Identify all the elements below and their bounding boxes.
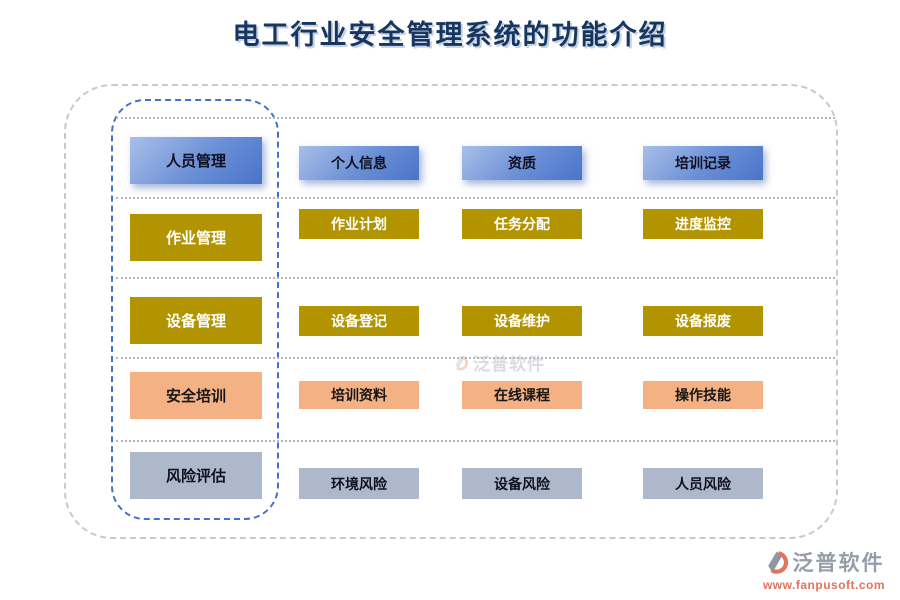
outer-dashed-frame (64, 84, 838, 539)
brand-url: www.fanpusoft.com (762, 578, 886, 592)
node-online-courses: 在线课程 (462, 381, 582, 409)
brand-footer: 泛普软件 www.fanpusoft.com (750, 549, 898, 591)
parent-column-dashed-frame (111, 99, 279, 520)
node-environment-risk: 环境风险 (299, 468, 419, 499)
node-operation-skills: 操作技能 (643, 381, 763, 409)
row-separator (116, 357, 835, 359)
brand-name: 泛普软件 (792, 550, 885, 575)
row-separator (116, 277, 835, 279)
watermark-text: 泛普软件 (473, 355, 545, 374)
row-separator (116, 197, 835, 199)
brand-logo-icon (767, 551, 788, 574)
node-work-management: 作业管理 (130, 214, 262, 261)
node-equipment-management: 设备管理 (130, 297, 262, 344)
row-separator (116, 117, 835, 119)
page-title: 电工行业安全管理系统的功能介绍 (232, 20, 668, 51)
node-equipment-risk: 设备风险 (462, 468, 582, 499)
node-risk-assessment: 风险评估 (130, 452, 262, 499)
watermark: 泛普软件 (452, 350, 545, 375)
node-equipment-maintenance: 设备维护 (462, 306, 582, 336)
node-training-materials: 培训资料 (299, 381, 419, 409)
node-task-assignment: 任务分配 (462, 209, 582, 239)
node-equipment-scrap: 设备报废 (643, 306, 763, 336)
node-equipment-registration: 设备登记 (299, 306, 419, 336)
node-personnel-risk: 人员风险 (643, 468, 763, 499)
node-personal-info: 个人信息 (299, 146, 419, 180)
node-progress-monitoring: 进度监控 (643, 209, 763, 239)
node-personnel-management: 人员管理 (130, 137, 262, 184)
node-work-plan: 作业计划 (299, 209, 419, 239)
node-training-record: 培训记录 (643, 146, 763, 180)
row-separator (116, 440, 835, 442)
watermark-logo-icon (455, 354, 469, 370)
node-qualification: 资质 (462, 146, 582, 180)
node-safety-training: 安全培训 (130, 372, 262, 419)
